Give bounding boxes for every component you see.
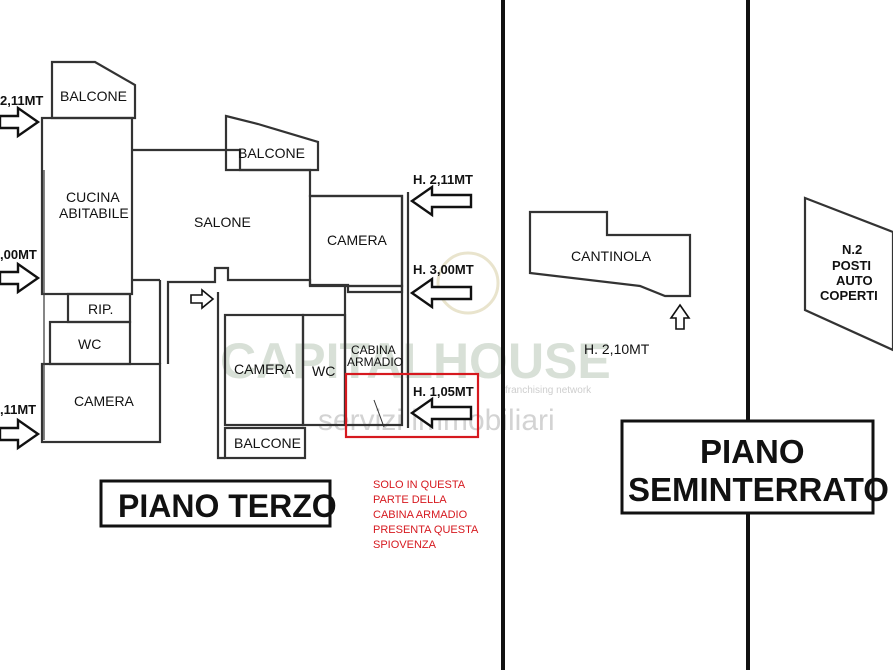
label-salone: SALONE [194,214,251,230]
label-balcone-3: BALCONE [234,435,301,451]
height-left-bottom: ,11MT [0,402,36,417]
slope-note: SOLO IN QUESTA PARTE DELLA CABINA ARMADI… [373,479,479,551]
wall-balcone-top [224,114,320,172]
basement-title-box [620,419,875,515]
label-camera-1: CAMERA [327,232,388,248]
height-left-top: 2,11MT [0,93,43,108]
arrow-right-icon [0,417,41,451]
note-line-1: SOLO IN QUESTA [373,479,466,491]
height-right-top: H. 2,11MT [413,172,473,187]
wall-lower-outer [216,292,225,460]
slope-line [373,399,385,428]
label-cucina-2: ABITABILE [59,205,129,221]
arrow-left-icon [409,184,473,218]
label-cucina-1: CUCINA [66,189,120,205]
label-rip: RIP. [88,301,113,317]
label-cabina-1: CABINA [351,343,396,357]
note-line-5: SPIOVENZA [373,539,437,551]
parking-line-1: N.2 [842,242,862,257]
watermark-tagline: franchising network [505,385,592,396]
arrow-right-icon [0,105,41,139]
watermark: CAPITALHOUSE franchising network servizi… [220,251,611,437]
wall-salone [132,148,404,364]
label-cantinola: CANTINOLA [571,248,652,264]
label-wc-1: WC [78,336,101,352]
arrow-right-icon [0,261,41,295]
watermark-logo-icon [436,251,500,315]
wall-cantinola [528,210,692,298]
height-left-mid: ,00MT [0,247,37,262]
label-balcone-1: BALCONE [60,88,127,104]
note-line-4: PRESENTA QUESTA [373,524,479,536]
arrow-right-small-icon [190,288,215,310]
third-floor-title: PIANO TERZO [118,488,337,524]
parking-line-3: AUTO [836,273,873,288]
basement-title-1: PIANO [700,433,805,470]
wall-parking [803,196,893,352]
note-line-3: CABINA ARMADIO [373,509,468,521]
label-balcone-2: BALCONE [238,145,305,161]
label-cabina-2: ARMADIO [347,355,403,369]
basement-height: H. 2,10MT [584,341,650,357]
parking-line-4: COPERTI [820,288,878,303]
third-floor-plan: BALCONE BALCONE BALCONE CUCINA ABITABILE… [0,60,480,551]
wall-balcone-left [50,60,137,120]
wall-balcone-bottom [223,426,307,460]
label-camera-3: CAMERA [74,393,135,409]
basement-title-2: SEMINTERRATO [628,471,889,508]
height-right-bottom: H. 1,05MT [413,384,474,399]
arrow-left-icon [409,396,473,430]
label-camera-2: CAMERA [234,361,295,377]
third-floor-title-box [99,479,332,528]
note-line-2: PARTE DELLA [373,494,447,506]
wall-camera-left [40,362,162,444]
height-right-mid: H. 3,00MT [413,262,474,277]
slope-highlight-box [344,372,480,439]
arrow-up-icon [669,303,691,330]
basement-plan: CANTINOLA H. 2,10MT PIANO SEMINTERRATO N… [528,196,893,515]
watermark-brand: CAPITALHOUSE [220,333,611,389]
label-wc-2: WC [312,363,335,379]
wall-cabina [343,284,404,427]
arrow-left-icon [409,276,473,310]
parking-line-2: POSTI [832,258,871,273]
